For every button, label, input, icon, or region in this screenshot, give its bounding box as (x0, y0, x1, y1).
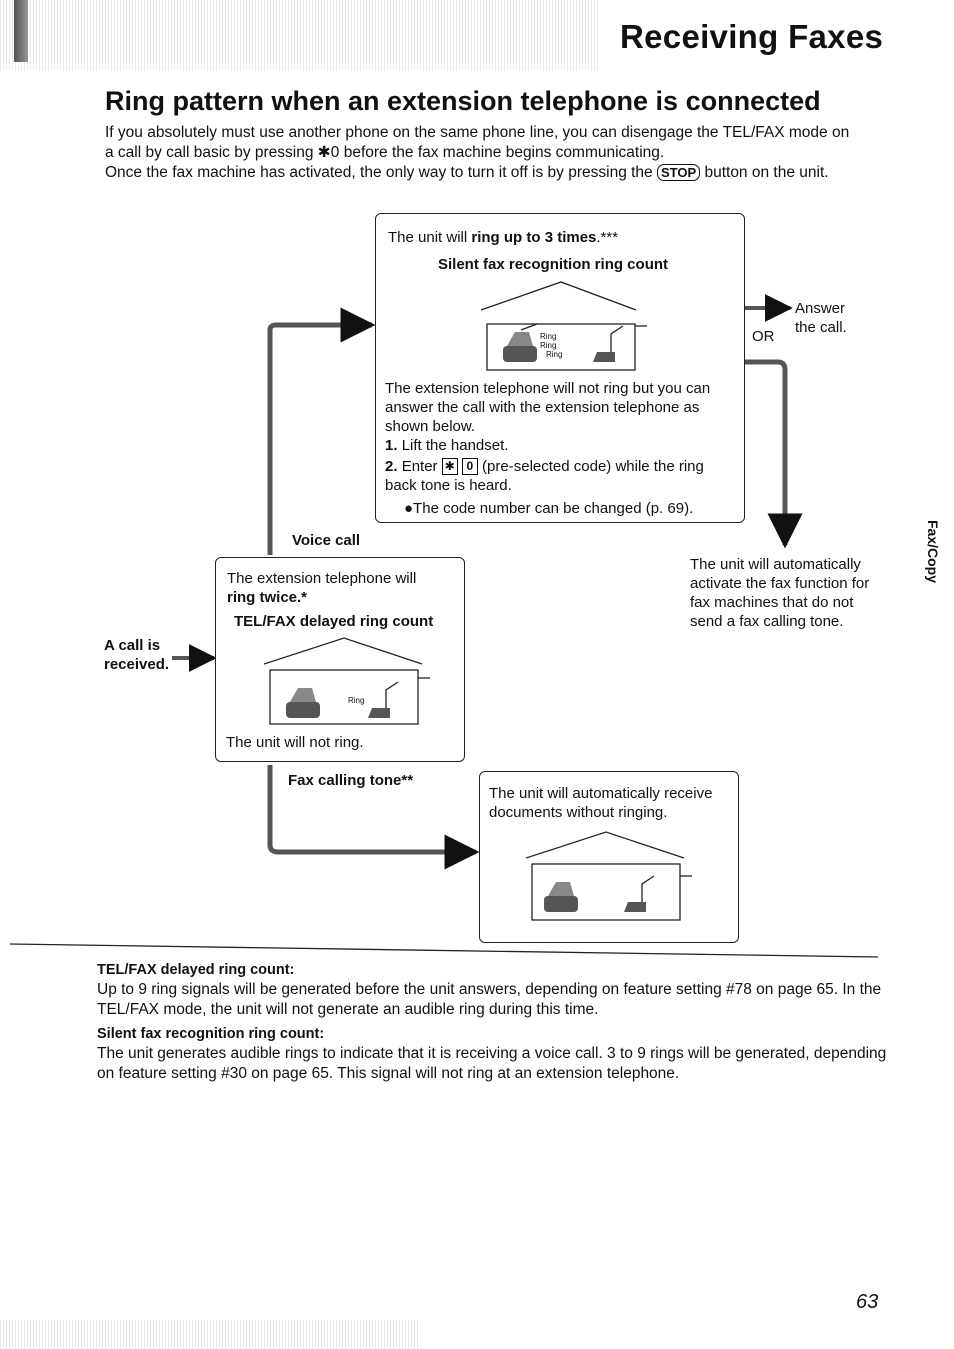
ring-word-2: Ring (540, 341, 557, 350)
star-zero-code: ✱0 (317, 144, 340, 161)
silent-line-1: The unit will ring up to 3 times.*** (388, 228, 618, 247)
flow-arrows (9, 294, 879, 958)
answer-label: Answer the call. (795, 300, 847, 336)
intro-line-2-pre: a call by call basic by pressing (105, 144, 318, 161)
code-note: ●The code number can be changed (p. 69). (404, 500, 694, 517)
star-key: ✱ (441, 458, 458, 475)
ring-word-3: Ring (546, 350, 563, 359)
intro-line-1: If you absolutely must use another phone… (105, 124, 850, 141)
silent-line-1-post: .*** (596, 229, 619, 246)
telfax-ring-word: Ring (348, 696, 365, 705)
fax-tone-arrow (267, 765, 480, 870)
scan-texture-top (0, 0, 600, 70)
side-tab: Fax/Copy (915, 520, 945, 610)
note-heading-silent: Silent fax recognition ring count: (97, 1026, 325, 1042)
step-1-number: 1. (385, 437, 398, 454)
separator-line (9, 943, 879, 958)
silent-line-1-bold: ring up to 3 times (471, 229, 597, 246)
step-1-text: Lift the handset. (401, 437, 509, 454)
telfax-box: The extension telephone will ring twice.… (215, 557, 465, 762)
telfax-footer: The unit will not ring. (226, 734, 364, 751)
auto-activate-text: The unit will automatically activate the… (690, 556, 870, 630)
intro-line-3-pre: Once the fax machine has activated, the … (105, 164, 657, 181)
intro-line-3-post: button on the unit. (700, 164, 829, 181)
telfax-line-2: ring twice.* (227, 589, 308, 606)
fax-receive-box: The unit will automatically receive docu… (479, 771, 739, 943)
note-text-telfax: Up to 9 ring signals will be generated b… (97, 981, 882, 1018)
page-number: 63 (856, 1291, 879, 1313)
telfax-line-1: The extension telephone will (227, 570, 417, 587)
extension-phone-icon (368, 681, 399, 718)
step-2-number: 2. (385, 458, 398, 475)
silent-description: The extension telephone will not ring bu… (385, 380, 711, 435)
note-text-silent: The unit generates audible rings to indi… (97, 1045, 887, 1082)
intro-text: If you absolutely must use another phone… (105, 123, 895, 183)
fax-machine-icon (503, 323, 538, 362)
extension-phone-icon (624, 875, 655, 912)
fax-machine-icon (286, 688, 320, 718)
binding-mark (14, 0, 28, 62)
step-2-pre: Enter (401, 458, 442, 475)
intro-line-3: Once the fax machine has activated, the … (105, 163, 895, 183)
header-title: Receiving Faxes (620, 18, 884, 55)
stop-key: STOP (656, 164, 701, 181)
auto-activate-arrow (744, 359, 803, 549)
house-illustration-silent (481, 281, 647, 371)
voice-call-label: Voice call (292, 532, 361, 549)
extension-phone-icon (593, 325, 624, 362)
step-2-post: (pre-selected code) while the ring back … (385, 458, 704, 494)
step-1: 1. Lift the handset. (385, 436, 508, 455)
fax-receive-text: The unit will automatically receive docu… (489, 785, 713, 821)
step-2: 2. Enter ✱ 0 (pre-selected code) while t… (385, 457, 735, 495)
note-heading-telfax: TEL/FAX delayed ring count: (97, 962, 295, 978)
side-tab-label: Fax/Copy (925, 520, 941, 584)
intro-line-2: a call by call basic by pressing ✱0 befo… (105, 143, 895, 163)
house-illustration-telfax (264, 637, 430, 725)
fax-machine-icon (544, 882, 578, 912)
scan-texture-bottom (0, 1320, 420, 1349)
telfax-heading: TEL/FAX delayed ring count (234, 613, 434, 630)
silent-fax-box: The unit will ring up to 3 times.*** Sil… (375, 213, 745, 523)
house-illustration-fax (526, 831, 692, 921)
voice-call-arrow (267, 307, 376, 555)
ring-words: Ring Ring Ring (540, 332, 562, 359)
ring-word-1: Ring (540, 332, 557, 341)
fax-tone-label: Fax calling tone** (288, 772, 414, 789)
section-title: Ring pattern when an extension telephone… (105, 86, 821, 116)
silent-line-1-pre: The unit will (388, 229, 472, 246)
silent-heading: Silent fax recognition ring count (438, 256, 669, 273)
or-label: OR (752, 328, 775, 345)
zero-key: 0 (461, 458, 478, 475)
notes-section: TEL/FAX delayed ring count: Up to 9 ring… (97, 960, 897, 1084)
intro-line-2-post: before the fax machine begins communicat… (339, 144, 665, 161)
call-received-label: A call is received. (104, 637, 170, 673)
